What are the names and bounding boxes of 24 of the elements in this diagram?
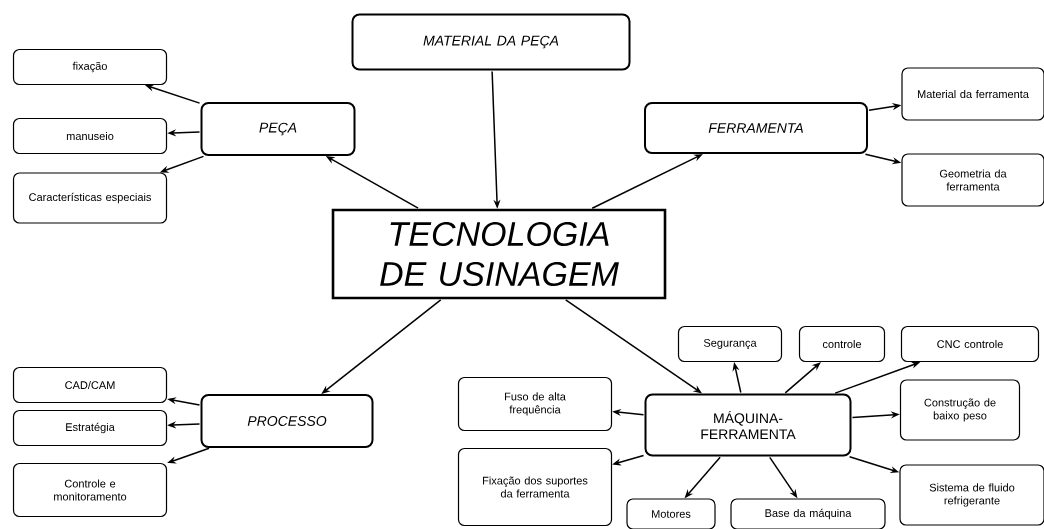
item-box: Base da máquina (730, 498, 886, 529)
item-box: CNC controle (900, 325, 1040, 363)
topic-box: PROCESSO (200, 394, 374, 448)
item-box: controle (798, 325, 886, 363)
topic-box: PEÇA (200, 102, 356, 156)
item-box: Estratégia (12, 409, 168, 447)
item-box: Geometria da ferramenta (901, 153, 1044, 207)
item-box: Características especiais (12, 172, 168, 224)
item-box: Sistema de fluido refrigerante (899, 464, 1044, 526)
item-box: Material da ferramenta (901, 67, 1044, 121)
item-box: fixação (12, 48, 168, 86)
item-box: Controle e monitoramento (12, 462, 168, 518)
topic-box: MATERIAL DA PEÇA (351, 13, 631, 71)
topic-box: FERRAMENTA (644, 102, 868, 154)
arrow (784, 362, 821, 394)
topic-box: MÁQUINA-FERRAMENTA (644, 393, 852, 457)
item-box: Fixação dos suportes da ferramenta (457, 447, 613, 527)
main-title-box: TECNOLOGIA DE USINAGEM (331, 208, 667, 300)
item-box: Fuso de alta frequência (457, 376, 613, 432)
item-box: Construção de baixo peso (899, 379, 1021, 441)
item-box: manuseio (12, 117, 168, 155)
item-box: Motores (626, 498, 716, 529)
item-box: CAD/CAM (12, 366, 168, 404)
item-box: Segurança (677, 325, 783, 363)
